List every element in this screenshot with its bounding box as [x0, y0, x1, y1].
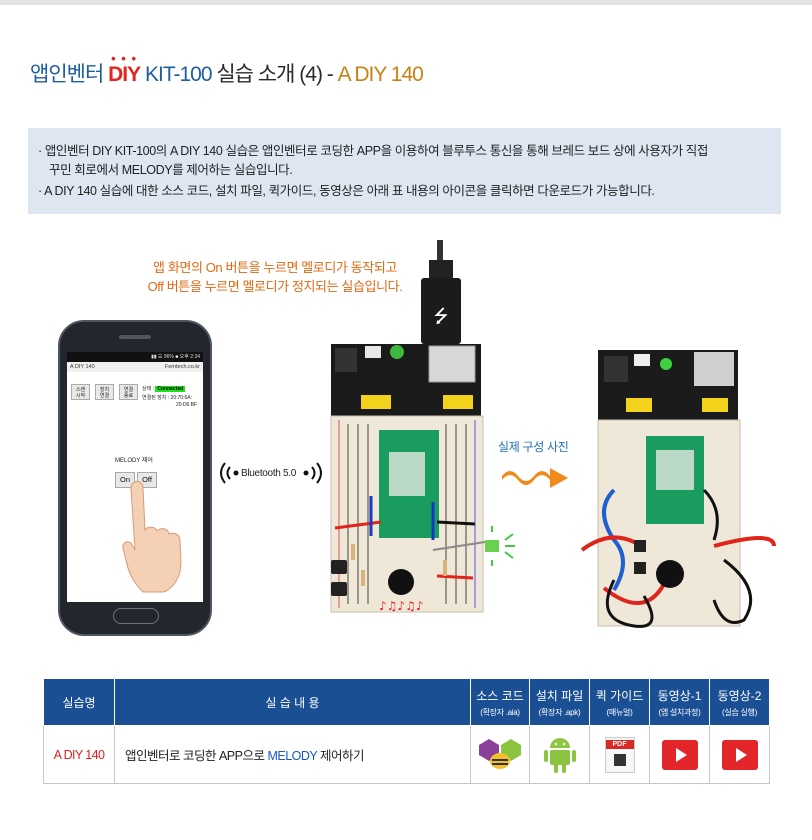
header-video-1-sub: (앱 설치과정): [658, 707, 701, 717]
signal-waves-right-icon: [303, 462, 322, 484]
title-course: A DIY 140: [337, 63, 424, 86]
title-appinventor: 앱인벤터: [30, 63, 109, 86]
header-quick-guide-label: 퀵 가이드: [595, 688, 644, 703]
header-source-code-label: 소스 코드: [476, 688, 524, 703]
on-button[interactable]: On: [115, 472, 135, 488]
info-box: · 앱인벤터 DIY KIT-100의 A DIY 140 실습은 앱인벤터로 …: [28, 128, 781, 214]
breadboard-circuit-illustration: ⭍ ♪♫♪♫♪: [330, 240, 515, 613]
title-dots: • • •: [111, 51, 138, 66]
signal-waves-left-icon: [220, 462, 239, 484]
course-desc-melody: MELODY: [267, 749, 318, 763]
video-2-cell: [709, 725, 770, 784]
pdf-label: PDF: [605, 739, 634, 749]
header-source-code-sub: (확장자 .aia): [480, 707, 520, 717]
header-quick-guide: 퀵 가이드 (매뉴얼): [589, 678, 650, 726]
header-course-name: 실습명: [43, 678, 115, 726]
device-address-label-2: 20:D6:BF: [176, 402, 198, 408]
page-title: 앱인벤터 • • •DIY KIT-100 실습 소개 (4) - A DIY …: [30, 51, 424, 88]
header-video-2-label: 동영상-2: [717, 688, 762, 703]
caption-line-1: 앱 화면의 On 버튼을 누르면 멜로디가 동작되고: [153, 260, 397, 275]
header-install-file-label: 설치 파일: [535, 688, 584, 703]
melody-control-label: MELODY 제어: [115, 458, 153, 464]
app-title-bar: A DIY 140 Ferntech.co.kr: [67, 362, 203, 372]
app-site: Ferntech.co.kr: [164, 364, 200, 370]
app-title: A DIY 140: [70, 364, 95, 370]
pdf-guide-icon[interactable]: PDF: [604, 736, 635, 773]
status-bar-text: ▮▮ ☰ 96% ■ 오후 2:34: [151, 354, 200, 360]
info-line-2: 꾸민 회로에서 MELODY를 제어하는 실습입니다.: [49, 163, 293, 177]
install-file-cell: [529, 725, 590, 784]
table-row: A DIY 140 앱인벤터로 코딩한 APP으로 MELODY 제어하기: [43, 725, 770, 784]
disconnect-button[interactable]: 연결 종료: [119, 384, 138, 400]
appinventor-source-icon[interactable]: [479, 737, 521, 773]
title-kit: KIT-100: [140, 63, 217, 86]
practice-caption: 앱 화면의 On 버튼을 누르면 멜로디가 동작되고 Off 버튼을 누르면 멜…: [120, 258, 430, 296]
pdf-doc-icon: [613, 753, 626, 766]
status-label: 상태 :: [142, 386, 154, 392]
smartphone: ▮▮ ☰ 96% ■ 오후 2:34 A DIY 140 Ferntech.co…: [58, 320, 212, 636]
real-circuit-photo: [580, 350, 776, 628]
download-table: 실습명 실 습 내 용 소스 코드 (확장자 .aia) 설치 파일 (확장자 .a…: [43, 678, 770, 784]
scan-start-button[interactable]: 스캔 시작: [71, 384, 90, 400]
bluetooth-label: Bluetooth 5.0: [241, 468, 297, 479]
phone-screen: ▮▮ ☰ 96% ■ 오후 2:34 A DIY 140 Ferntech.co…: [67, 352, 203, 602]
phone-home-button: [113, 608, 159, 624]
device-connect-button[interactable]: 장치 연결: [95, 384, 114, 400]
header-video-1-label: 동영상-1: [657, 688, 702, 703]
header-video-2-sub: (실습 실행): [722, 707, 757, 717]
video-1-cell: [649, 725, 710, 784]
android-apk-icon[interactable]: [543, 736, 577, 774]
course-table: 실습명 실 습 내 용 소스 코드 (확장자 .aia) 설치 파일 (확장자 .a…: [43, 678, 770, 784]
pointing-hand-icon: [122, 480, 182, 593]
header-course-name-label: 실습명: [62, 695, 96, 710]
svg-text:♪♫♪♫♪: ♪♫♪♫♪: [379, 599, 424, 613]
video-2-play-icon[interactable]: [721, 739, 758, 770]
course-desc-text: 앱인벤터로 코딩한 APP으로: [125, 749, 268, 763]
info-line-3: · A DIY 140 실습에 대한 소스 코드, 설치 파일, 퀵가이드, 동…: [38, 184, 655, 198]
source-code-cell: [470, 725, 530, 784]
title-intro: 실습 소개 (4) -: [216, 63, 338, 86]
course-desc-tail: 제어하기: [317, 749, 365, 763]
header-source-code: 소스 코드 (확장자 .aia): [470, 678, 530, 726]
header-install-file: 설치 파일 (확장자 .apk): [529, 678, 590, 726]
title-diy-text: DIY: [108, 63, 141, 86]
zigzag-arrow-icon: [502, 468, 568, 488]
video-1-play-icon[interactable]: [661, 739, 698, 770]
phone-speaker: [119, 335, 151, 339]
title-diy: • • •DIY: [108, 51, 141, 87]
svg-text:⭍: ⭍: [434, 306, 449, 327]
course-desc-cell: 앱인벤터로 코딩한 APP으로 MELODY 제어하기: [114, 725, 471, 784]
quick-guide-cell: PDF: [589, 725, 650, 784]
device-address-label: 연결된 장치 : 20:70:6A:: [142, 395, 192, 401]
header-quick-guide-sub: (매뉴얼): [606, 707, 633, 717]
phone-status-bar: ▮▮ ☰ 96% ■ 오후 2:34: [67, 352, 203, 362]
header-course-content: 실 습 내 용: [114, 678, 471, 726]
info-line-1: · 앱인벤터 DIY KIT-100의 A DIY 140 실습은 앱인벤터로 …: [38, 144, 708, 158]
real-photo-caption: 실제 구성 사진: [498, 440, 569, 454]
status-connected-badge: Connected: [155, 386, 186, 392]
caption-line-2: Off 버튼을 누르면 멜로디가 정지되는 실습입니다.: [147, 279, 403, 294]
table-header-row: 실습명 실 습 내 용 소스 코드 (확장자 .aia) 설치 파일 (확장자 .a…: [43, 678, 770, 726]
header-video-2: 동영상-2 (실습 실행): [709, 678, 770, 726]
header-install-file-sub: (확장자 .apk): [538, 707, 581, 717]
header-course-content-label: 실 습 내 용: [265, 695, 320, 710]
course-name-cell: A DIY 140: [43, 725, 115, 784]
header-video-1: 동영상-1 (앱 설치과정): [649, 678, 710, 726]
top-divider: [0, 0, 812, 5]
connection-status: 상태 : Connected: [142, 385, 186, 392]
